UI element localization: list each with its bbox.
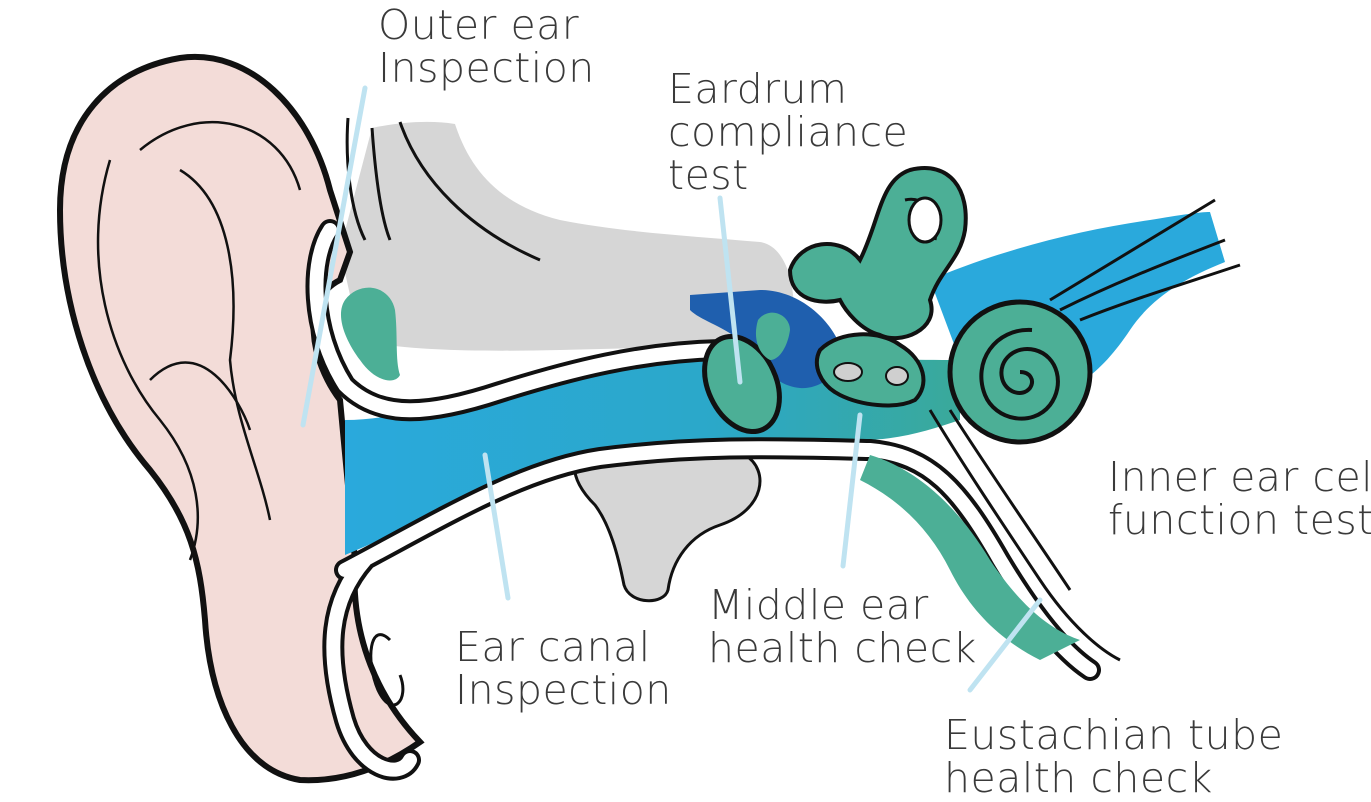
ear-canal-label: Ear canal Inspection bbox=[455, 626, 672, 712]
eardrum-label-line3: test bbox=[668, 154, 908, 197]
eardrum-label: Eardrum compliance test bbox=[668, 68, 908, 197]
middle-ear-label-line1: Middle ear bbox=[708, 584, 977, 627]
inner-ear-label-line1: Inner ear cell bbox=[1108, 456, 1371, 499]
eardrum-label-line2: compliance bbox=[668, 111, 908, 154]
gland-teal bbox=[341, 288, 400, 381]
eardrum-label-line1: Eardrum bbox=[668, 68, 908, 111]
ear-canal-label-line1: Ear canal bbox=[455, 626, 672, 669]
middle-ear-label: Middle ear health check bbox=[708, 584, 977, 670]
inner-ear-label: Inner ear cell function test bbox=[1108, 456, 1371, 542]
inner-ear-label-line2: function test bbox=[1108, 499, 1371, 542]
eustachian-label-line2: health check bbox=[944, 757, 1283, 800]
mastoid-gray bbox=[574, 450, 760, 601]
middle-ear-label-line2: health check bbox=[708, 627, 977, 670]
eustachian-label: Eustachian tube health check bbox=[944, 714, 1283, 800]
outer-ear-label: Outer ear Inspection bbox=[378, 4, 595, 90]
outer-ear-label-line2: Inspection bbox=[378, 47, 595, 90]
outer-ear-label-line1: Outer ear bbox=[378, 4, 595, 47]
eustachian-label-line1: Eustachian tube bbox=[944, 714, 1283, 757]
ear-canal-label-line2: Inspection bbox=[455, 669, 672, 712]
